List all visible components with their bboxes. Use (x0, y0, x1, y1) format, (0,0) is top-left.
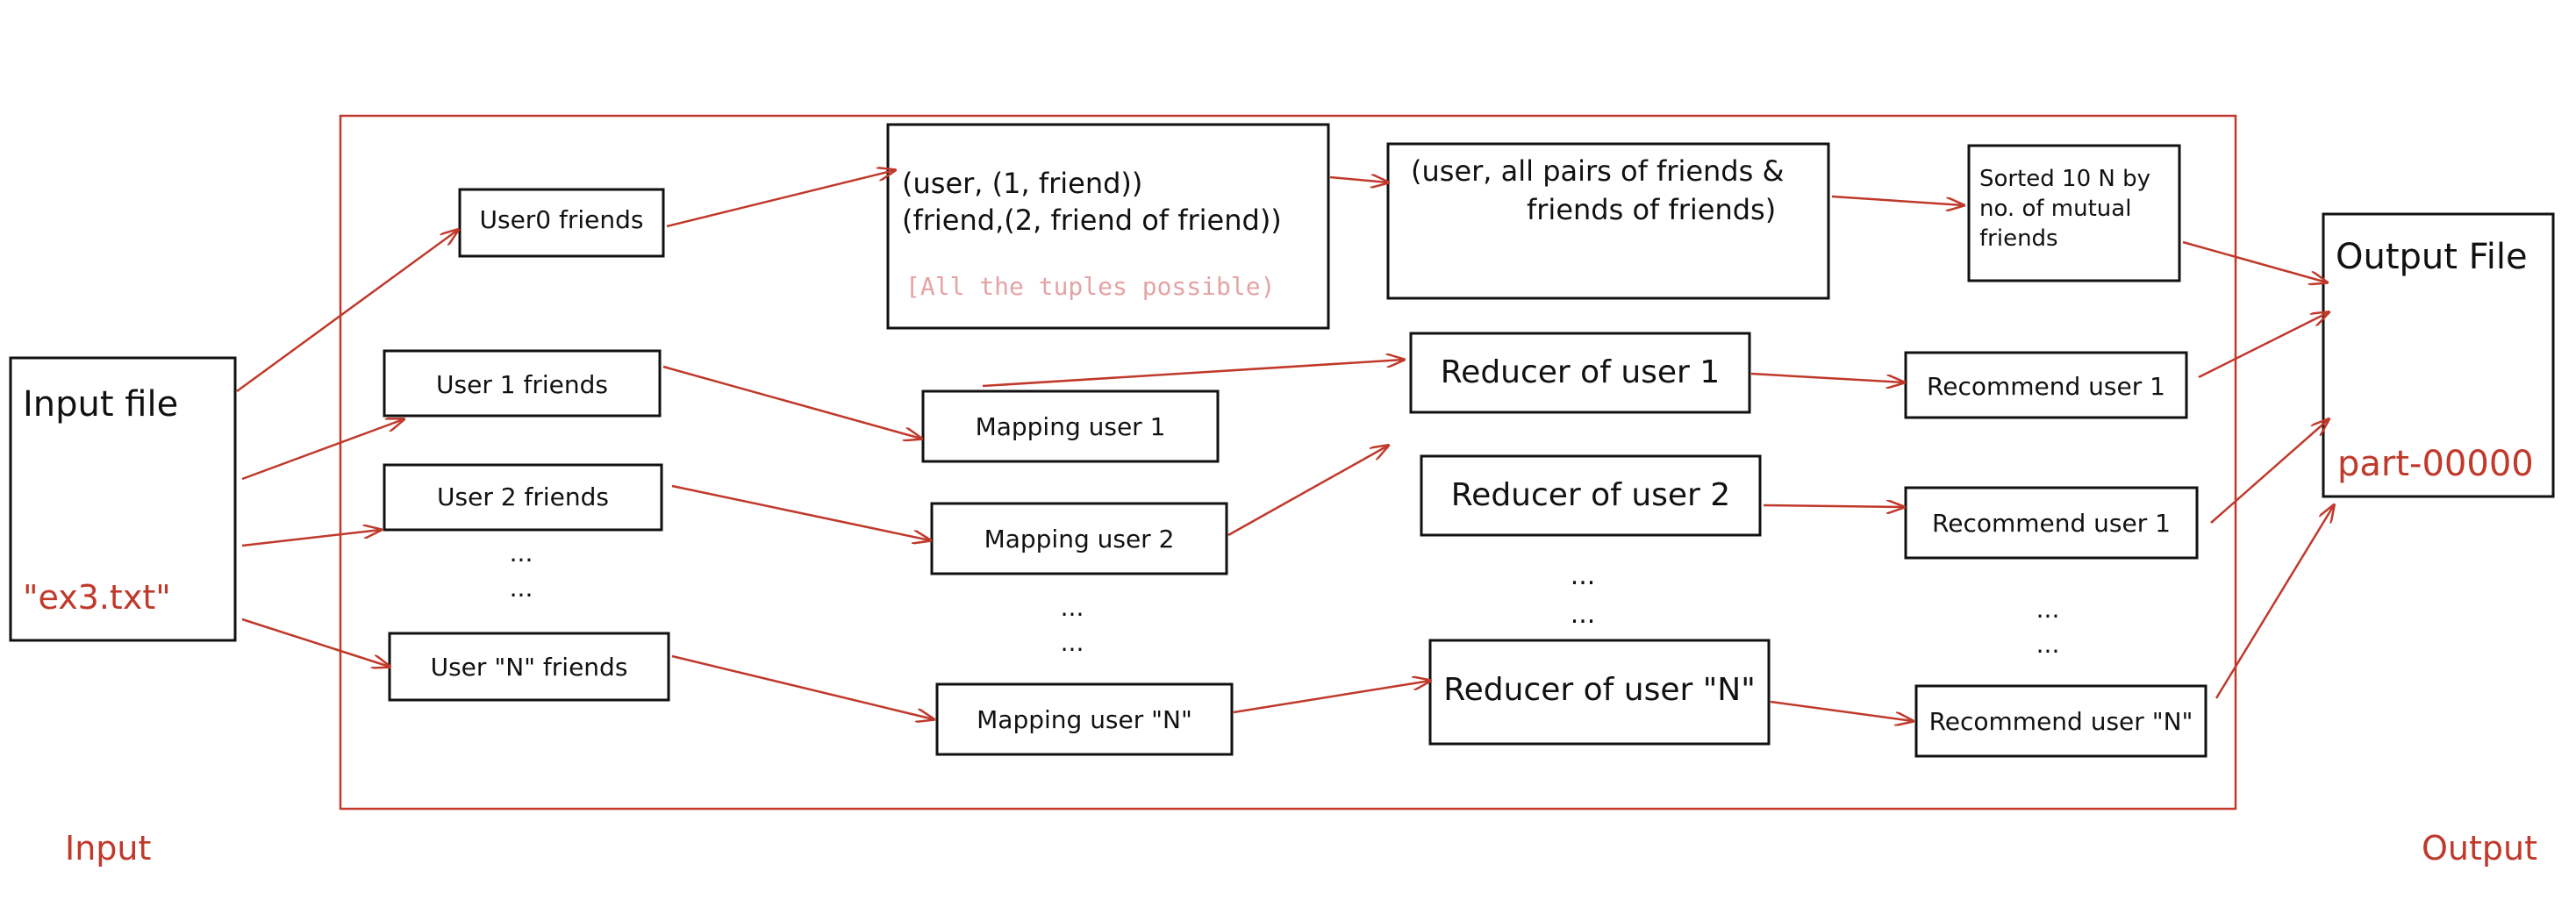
arrow-reducerN-to-recommendN (1770, 700, 1913, 721)
arrow-sorted-to-output (2182, 240, 2327, 282)
arrow-pairs-to-sorted (1831, 195, 1964, 205)
arrow-recommend1-to-output (2198, 312, 2329, 379)
input-file-title: Input file (23, 384, 178, 425)
sorted-line-2: no. of mutual (1979, 196, 2131, 222)
reducer-user1-node: Reducer of user 1 (1409, 332, 1751, 414)
user1-friends-label: User 1 friends (436, 370, 608, 399)
process-container (339, 114, 2237, 811)
mapping-user1-node: Mapping user 1 (921, 389, 1220, 463)
tuples-line-1: (user, (1, friend)) (902, 167, 1142, 200)
user2-friends-label: User 2 friends (437, 482, 609, 511)
reducers-ellipsis-1: ... (1571, 561, 1596, 591)
arrow-input-to-user0 (236, 230, 458, 393)
recommend-user1b-node: Recommend user 1 (1904, 486, 2199, 560)
arrow-user0-to-tuples (666, 170, 895, 228)
input-file-node: Input file "ex3.txt" (9, 356, 237, 642)
sorted-line-3: friends (1979, 225, 2058, 252)
reducer-user1-label: Reducer of user 1 (1441, 354, 1720, 390)
tuples-node: (user, (1, friend)) (friend,(2, friend o… (886, 123, 1330, 330)
mapping-user2-node: Mapping user 2 (930, 502, 1228, 575)
user0-friends-node: User0 friends (458, 188, 665, 258)
arrow-reducer1-to-recommend1 (1750, 372, 1904, 382)
arrow-recommend1b-to-output (2210, 419, 2329, 524)
input-file-name: "ex3.txt" (23, 578, 171, 617)
recommend-user1-label: Recommend user 1 (1927, 372, 2165, 401)
output-caption: Output (2422, 829, 2537, 868)
arrow-user1-to-mapping1 (662, 365, 921, 439)
mapping-userN-node: Mapping user "N" (935, 682, 1234, 756)
tuples-note: [All the tuples possible) (905, 272, 1275, 301)
arrow-tuples-to-pairs (1329, 177, 1388, 182)
output-file-title: Output File (2336, 237, 2528, 277)
users-ellipsis-1: ... (510, 539, 533, 568)
mapping-user2-label: Mapping user 2 (984, 525, 1175, 554)
pairs-line-1: (user, all pairs of friends & (1411, 154, 1784, 188)
mappers-ellipsis-2: ... (1061, 628, 1084, 657)
reducer-userN-node: Reducer of user "N" (1428, 639, 1771, 746)
sorted-node: Sorted 10 N by no. of mutual friends (1967, 144, 2181, 282)
tuples-line-2: (friend,(2, friend of friend)) (902, 204, 1282, 237)
arrow-reducer2-to-recommend1b (1763, 505, 1904, 507)
arrow-userN-to-mappingN (671, 654, 934, 719)
recommend-user1-node: Recommend user 1 (1904, 351, 2188, 419)
sorted-line-1: Sorted 10 N by (1979, 166, 2150, 192)
reducer-userN-label: Reducer of user "N" (1443, 672, 1756, 708)
user2-friends-node: User 2 friends (383, 463, 663, 532)
recommend-userN-node: Recommend user "N" (1914, 684, 2207, 758)
mapping-userN-label: Mapping user "N" (977, 705, 1192, 734)
input-caption: Input (65, 829, 151, 868)
pairs-line-2: friends of friends) (1527, 193, 1776, 226)
arrow-input-to-userN (241, 618, 390, 667)
recommend-userN-label: Recommend user "N" (1929, 707, 2193, 736)
arrow-mappingN-to-reducerN (1233, 681, 1430, 714)
reducer-user2-label: Reducer of user 2 (1451, 477, 1730, 513)
reducer-user2-node: Reducer of user 2 (1420, 454, 1762, 537)
reducers-ellipsis-2: ... (1571, 599, 1596, 630)
recommend-user1b-label: Recommend user 1 (1932, 509, 2171, 538)
arrow-recommendN-to-output (2215, 505, 2334, 699)
arrow-mapping1-to-reducer1 (982, 360, 1404, 388)
pairs-node: (user, all pairs of friends & friends of… (1386, 142, 1830, 300)
arrow-mapping2-to-reducer1 (1227, 446, 1388, 537)
recommenders-ellipsis-2: ... (2036, 630, 2060, 659)
user0-friends-label: User0 friends (479, 205, 643, 234)
userN-friends-label: User "N" friends (431, 653, 628, 682)
users-ellipsis-2: ... (510, 574, 533, 603)
user1-friends-node: User 1 friends (383, 349, 662, 418)
output-file-name: part-00000 (2337, 444, 2534, 484)
recommenders-ellipsis-1: ... (2036, 595, 2060, 624)
arrow-input-to-user2 (241, 530, 381, 547)
arrow-input-to-user1 (241, 419, 404, 481)
arrow-user2-to-mapping2 (671, 484, 930, 540)
mappers-ellipsis-1: ... (1061, 593, 1084, 622)
userN-friends-node: User "N" friends (388, 632, 670, 702)
output-file-node: Output File part-00000 (2322, 212, 2555, 498)
mapping-user1-label: Mapping user 1 (976, 412, 1166, 441)
